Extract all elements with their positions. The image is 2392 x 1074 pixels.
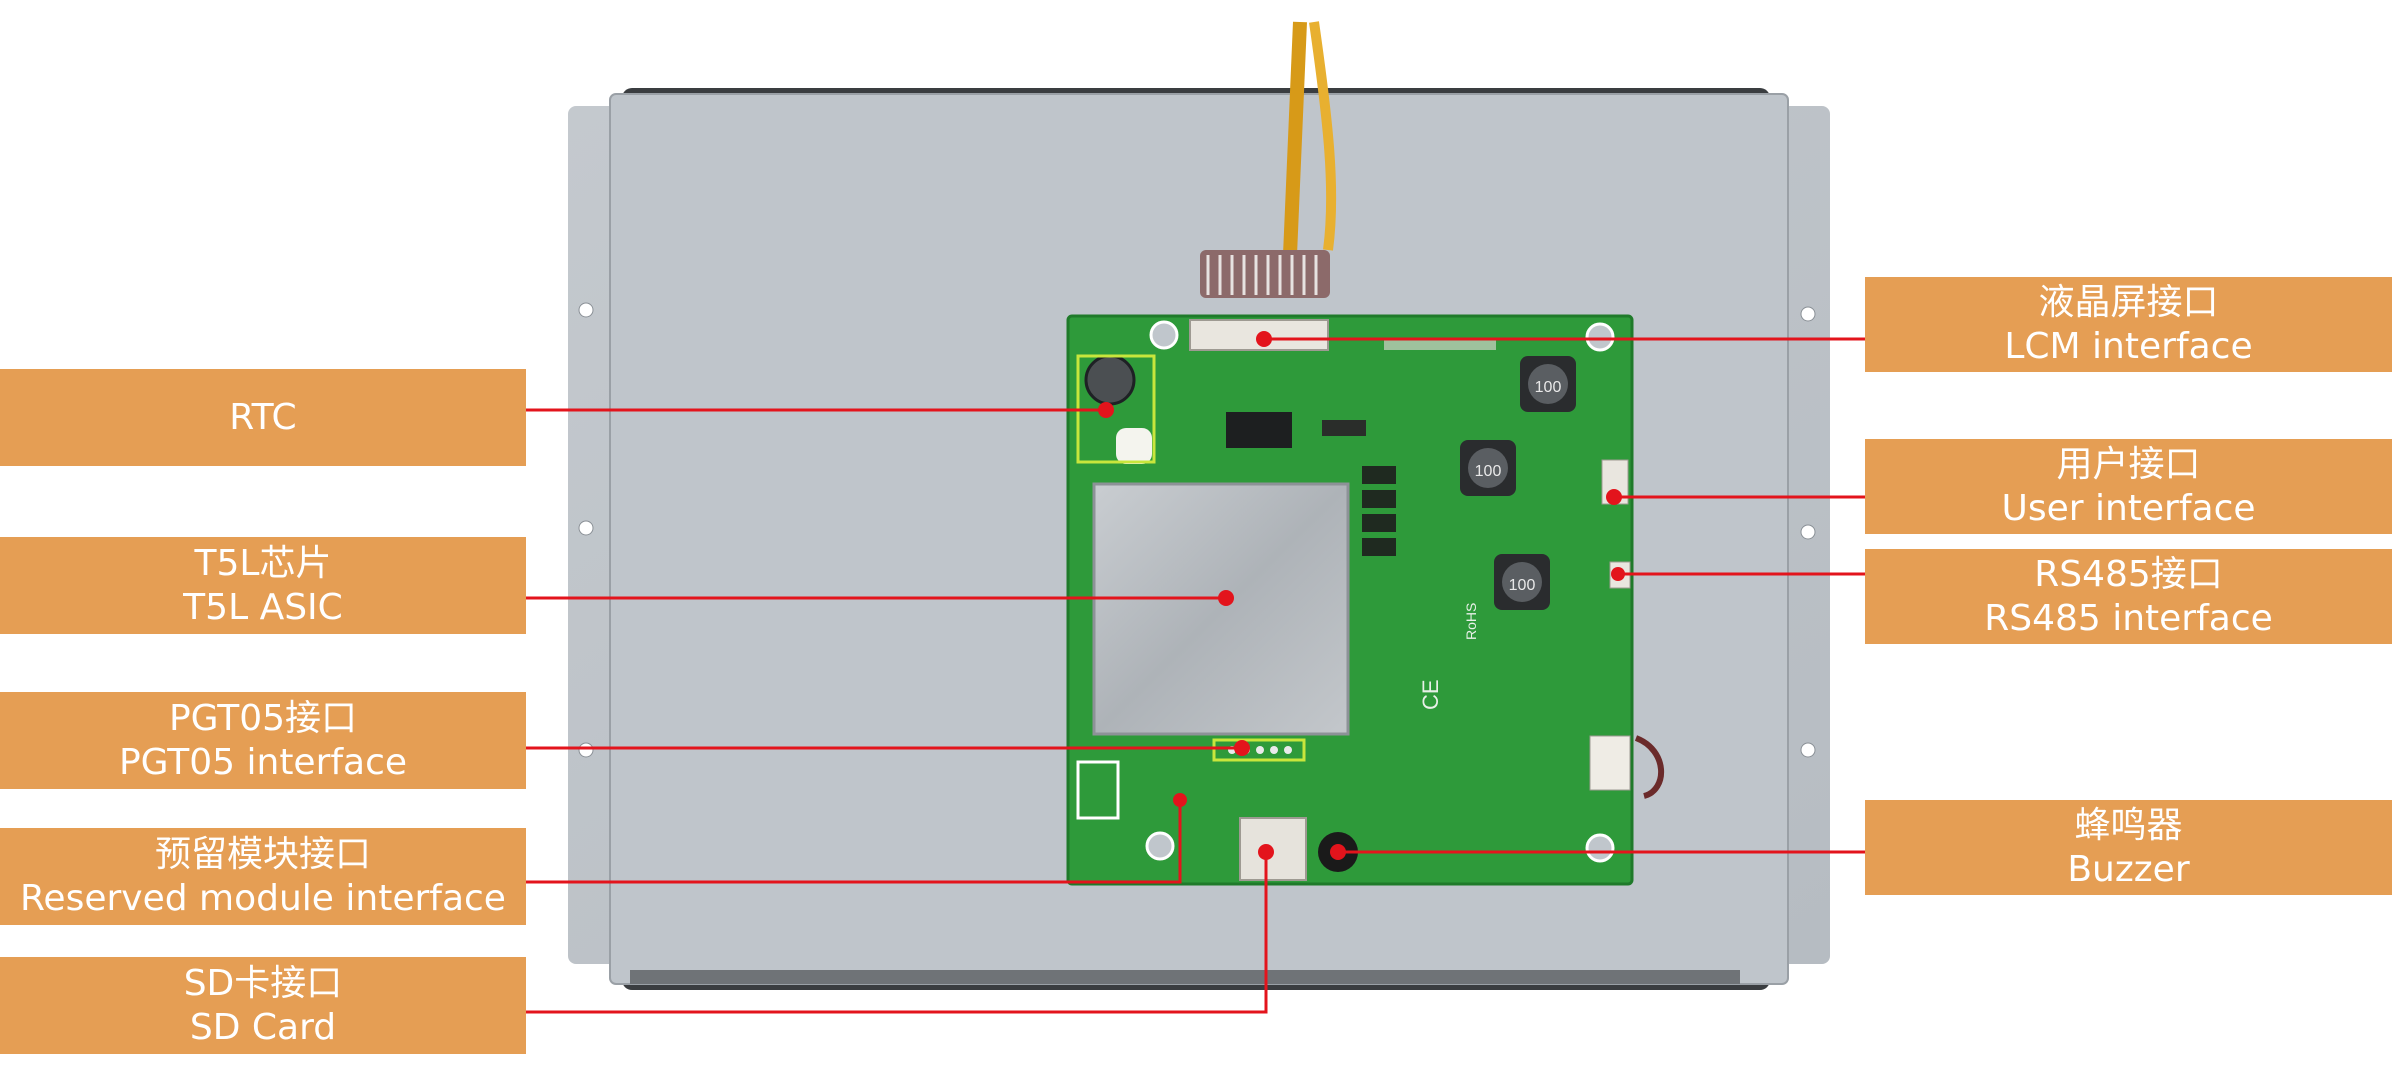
inductor-marking: 100 [1535, 379, 1562, 396]
callout-buzzer: 蜂鸣器 Buzzer [1865, 800, 2392, 895]
callout-reserved-label-en: Reserved module interface [20, 877, 506, 919]
callout-rs485-label-en: RS485 interface [1984, 597, 2273, 639]
callout-buzzer-label-cn: 蜂鸣器 [2074, 804, 2183, 846]
pgt05-highlight-box [1212, 738, 1306, 762]
callout-lcm-interface: 液晶屏接口 LCM interface [1865, 277, 2392, 372]
ce-marking: CE [1418, 679, 1443, 710]
callout-sd-label-en: SD Card [189, 1006, 337, 1048]
callout-buzzer-label-en: Buzzer [2067, 848, 2190, 890]
callout-t5l-label-cn: T5L芯片 [194, 542, 332, 584]
callout-rtc: RTC [0, 369, 526, 466]
callout-pgt05-label-cn: PGT05接口 [168, 697, 358, 739]
callout-pgt05-label-en: PGT05 interface [118, 741, 408, 783]
callout-reserved-module-interface: 预留模块接口 Reserved module interface [0, 828, 526, 925]
rohs-marking: RoHS [1463, 603, 1479, 640]
callout-sd-label-cn: SD卡接口 [183, 962, 343, 1004]
pcb-board: 100 100 100 RoHS CE [1066, 314, 1664, 886]
callout-rs485-interface: RS485接口 RS485 interface [1865, 549, 2392, 644]
inductor [1494, 554, 1550, 610]
leader-line-reserved [526, 800, 1182, 884]
leader-dots [1098, 331, 1625, 860]
callout-user-label-cn: 用户接口 [2056, 443, 2201, 485]
ribbon-cable [1200, 21, 1337, 298]
inductor [1520, 356, 1576, 412]
inductor-marking: 100 [1475, 463, 1502, 480]
leader-lines [526, 337, 1865, 1014]
callout-reserved-label-cn: 预留模块接口 [154, 833, 371, 875]
callout-user-interface: 用户接口 User interface [1865, 439, 2392, 534]
callout-t5l-asic: T5L芯片 T5L ASIC [0, 537, 526, 634]
callout-pgt05-interface: PGT05接口 PGT05 interface [0, 692, 526, 789]
callout-lcm-label-en: LCM interface [2004, 325, 2253, 367]
leader-line-sd [526, 852, 1268, 1014]
inductor-marking: 100 [1509, 577, 1536, 594]
callout-rs485-label-cn: RS485接口 [2034, 553, 2223, 595]
callout-user-label-en: User interface [2001, 487, 2256, 529]
callout-t5l-label-en: T5L ASIC [183, 586, 343, 628]
inductor [1460, 440, 1516, 496]
callout-rtc-label: RTC [229, 396, 297, 438]
callout-lcm-label-cn: 液晶屏接口 [2038, 281, 2219, 323]
callout-sd-card: SD卡接口 SD Card [0, 957, 526, 1054]
